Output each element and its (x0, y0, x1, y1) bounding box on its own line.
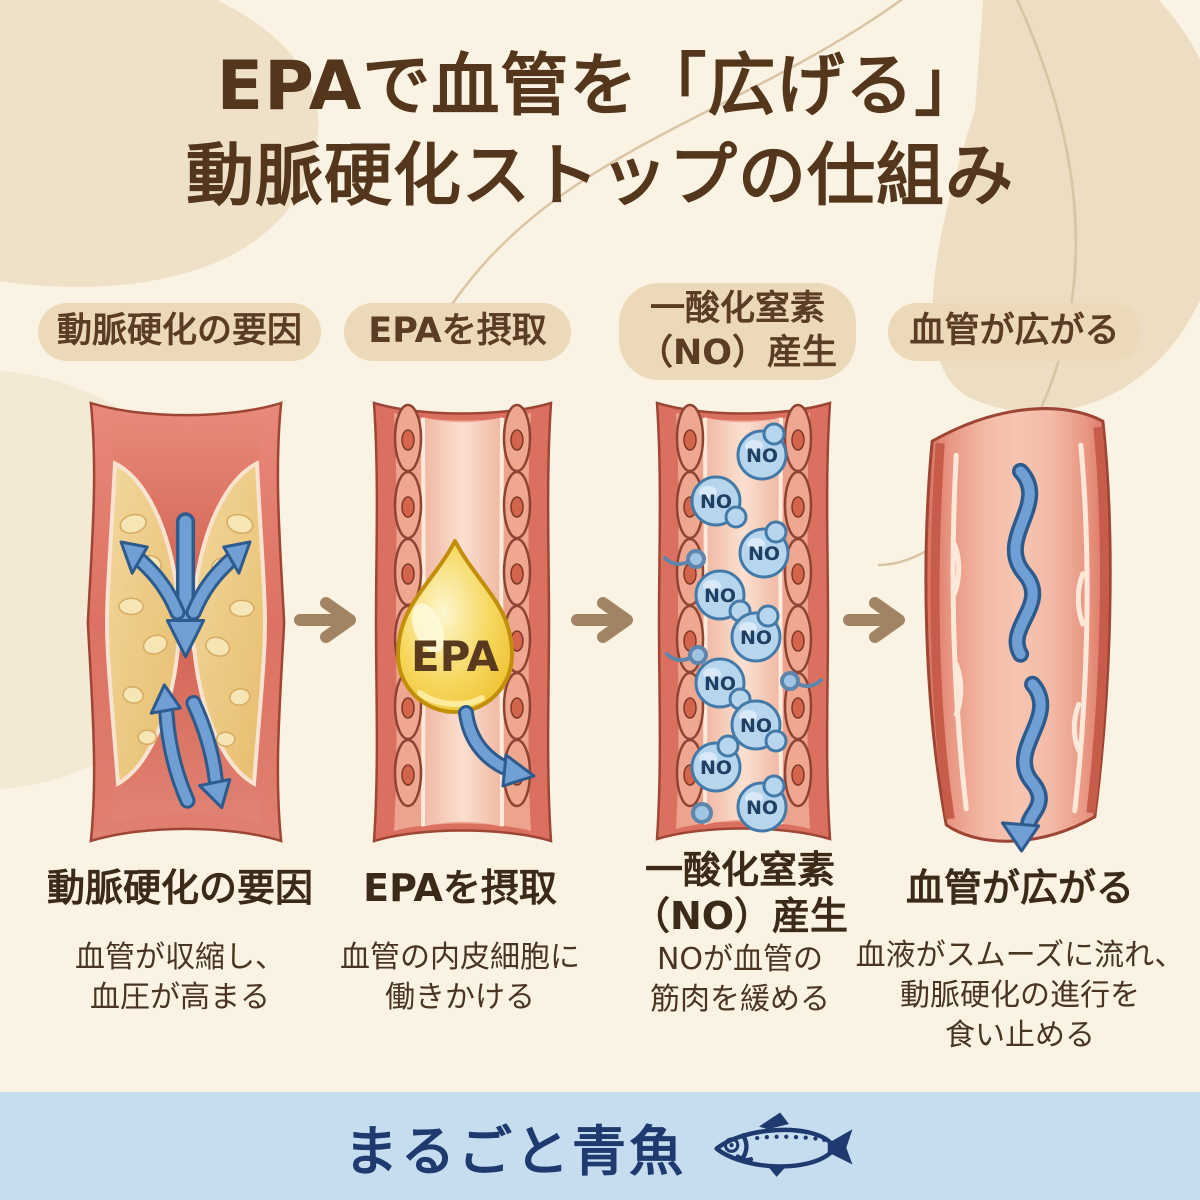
page-title: EPAで血管を「広げる」 動脈硬化ストップの仕組み (0, 42, 1200, 222)
artery-no-illustration: NO NO NO NO NO NO NO NO NO (655, 401, 832, 841)
epa-droplet-icon: EPA (396, 539, 514, 714)
footer-brand-band: まるごと青魚 (0, 1092, 1200, 1200)
smooth-flow-arrows-icon (1000, 462, 1050, 853)
step-3-label: 一酸化窒素 （NO）産生 (631, 848, 849, 938)
step-1-description: 血管が収縮し、 血圧が高まる (75, 940, 285, 1015)
step-2-label: EPAを摂取 (363, 866, 557, 910)
svg-text:NO: NO (746, 797, 778, 819)
svg-text:NO: NO (704, 673, 736, 695)
svg-text:NO: NO (700, 757, 732, 779)
brand-name: まるごと青魚 (344, 1119, 686, 1183)
svg-text:NO: NO (700, 491, 732, 513)
step-4-label: 血管が広がる (905, 866, 1134, 910)
epa-action-arrow-icon (458, 705, 536, 788)
step-1-label: 動脈硬化の要因 (46, 866, 313, 910)
no-release-wisps (663, 549, 823, 824)
step-3-description: NOが血管の 筋肉を緩める (650, 942, 830, 1017)
title-line-1: EPAで血管を「広げる」 (216, 47, 984, 126)
title-line-2: 動脈硬化ストップの仕組み (185, 136, 1014, 216)
turbulence-arrows-icon (119, 512, 252, 810)
step-4-description: 血液がスムーズに流れ、 動脈硬化の進行を 食い止める (855, 938, 1185, 1053)
svg-text:NO: NO (746, 445, 778, 467)
svg-text:NO: NO (740, 715, 772, 737)
widened-artery-illustration (924, 407, 1112, 853)
narrowed-artery-illustration (86, 401, 286, 843)
right-arrow-icon (843, 597, 905, 643)
step-4-badge: 血管が広がる (888, 303, 1141, 361)
svg-text:NO: NO (740, 627, 772, 649)
no-molecules: NO NO NO NO NO NO NO NO NO (690, 422, 790, 833)
right-arrow-icon (571, 597, 633, 643)
step-1-badge: 動脈硬化の要因 (38, 303, 321, 361)
epa-droplet-label: EPA (411, 632, 500, 681)
svg-text:NO: NO (704, 585, 736, 607)
right-arrow-icon (294, 597, 356, 643)
step-3-badge: 一酸化窒素 （NO）産生 (619, 283, 856, 380)
artery-epa-illustration: EPA (372, 401, 553, 843)
fish-icon (714, 1112, 853, 1177)
step-2-badge: EPAを摂取 (344, 303, 571, 361)
step-2-description: 血管の内皮細胞に 働きかける (340, 940, 580, 1015)
svg-text:NO: NO (748, 543, 780, 565)
